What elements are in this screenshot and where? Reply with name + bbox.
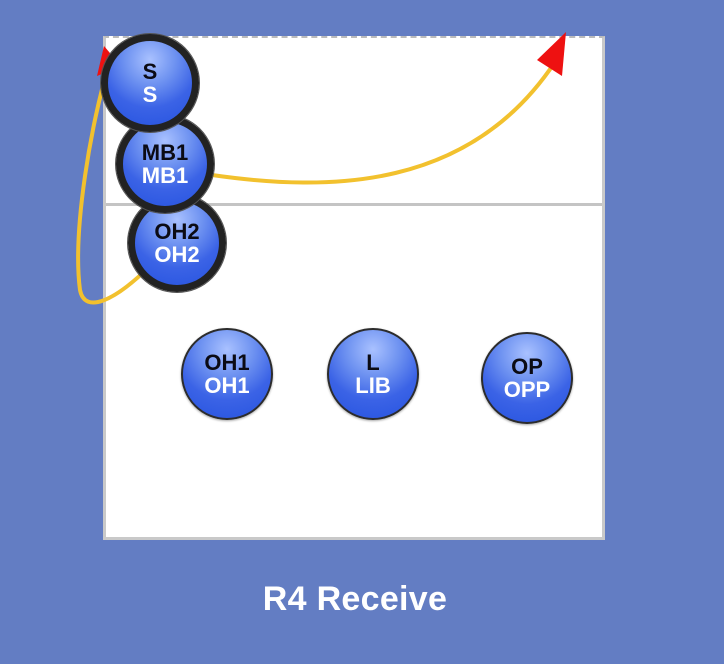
player-assignment: LIB	[355, 373, 391, 398]
player-role: L	[366, 349, 380, 375]
attack-line	[106, 203, 602, 206]
player-role: S	[142, 58, 158, 84]
player-assignment: OH2	[154, 242, 200, 267]
player-assignment: S	[142, 82, 158, 107]
player-assignment: OPP	[503, 377, 551, 402]
player-role: OH2	[154, 218, 200, 244]
player-role: OH1	[204, 349, 250, 375]
player-assignment: MB1	[141, 163, 189, 188]
player-token-mb1[interactable]: MB1 MB1	[116, 115, 214, 213]
player-role: OP	[511, 353, 543, 379]
player-assignment: OH1	[204, 373, 250, 398]
player-role: MB1	[141, 139, 189, 165]
diagram-caption: R4 Receive	[262, 580, 448, 618]
player-token-s[interactable]: S S	[101, 34, 199, 132]
player-token-oh1[interactable]: OH1 OH1	[181, 328, 273, 420]
player-token-op[interactable]: OP OPP	[481, 332, 573, 424]
player-token-l[interactable]: L LIB	[327, 328, 419, 420]
